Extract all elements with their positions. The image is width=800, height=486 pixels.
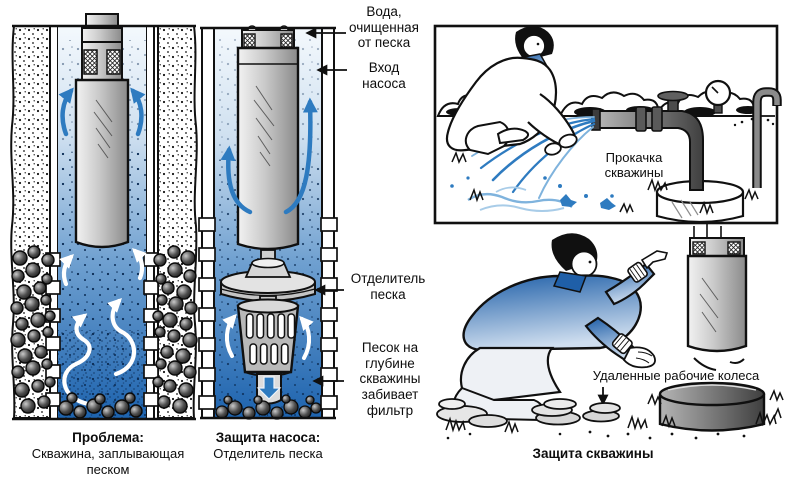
grass-tufts-bottom <box>445 388 784 435</box>
hand-2 <box>544 142 562 156</box>
left-well-diagram <box>10 13 198 421</box>
caption-pump-protection-sub: Отделитель песка <box>213 446 323 462</box>
face <box>522 34 546 58</box>
collar-2 <box>552 271 588 293</box>
glove-pointing <box>640 250 669 270</box>
water-flow-arrows <box>58 87 146 137</box>
label-sand-separator: Отделитель песка <box>350 271 426 302</box>
caption-pump-protection-title: Защита насоса: <box>215 430 321 445</box>
boot <box>496 127 529 145</box>
face-2 <box>570 250 598 278</box>
casing-slots-2 <box>198 217 338 410</box>
flow-arrows-2 <box>220 97 318 215</box>
glove-open <box>622 346 656 369</box>
grass-tufts-frame <box>451 150 759 216</box>
submersible-pump <box>74 13 130 249</box>
removed-impellers <box>531 398 621 426</box>
man-flushing <box>445 26 578 156</box>
pressure-gauge <box>704 79 732 114</box>
protection-scene <box>436 224 784 440</box>
pump-with-separator <box>236 25 300 264</box>
wellhead <box>591 79 782 224</box>
caption-problem: Проблема: Скважина, заплывающая песком <box>12 430 204 477</box>
middle-well-diagram <box>198 25 338 420</box>
well-casing-top <box>658 381 766 432</box>
label-sand-clogs: Песок на глубине скважины забивает фильт… <box>359 340 421 418</box>
label-water-clean: Вода, очищенная от песка <box>349 4 419 51</box>
sand-swirl-arrows <box>59 248 147 407</box>
cuff-forward <box>611 333 633 355</box>
caption-pump-protection: Защита насоса: Отделитель песка <box>190 430 346 462</box>
caption-problem-title: Проблема: <box>72 430 144 445</box>
motion-dashes <box>693 357 745 371</box>
gravel-2 <box>215 394 322 420</box>
cuff-pointing <box>627 261 648 283</box>
man-protecting <box>442 233 669 424</box>
swirl-arrows-2 <box>222 313 314 360</box>
label-well-flushing: Прокачка скважины <box>604 150 664 181</box>
rocks <box>436 398 508 428</box>
caption-problem-sub: Скважина, заплывающая песком <box>31 446 185 477</box>
suspended-pump <box>686 224 748 371</box>
label-removed-impellers: Удаленные рабочие колеса <box>592 368 760 383</box>
splash <box>450 176 616 212</box>
sand-discharge-arrow <box>256 376 282 400</box>
caption-well-protection: Защита скважины <box>498 446 688 462</box>
ground-speckles <box>446 430 746 440</box>
gravel-pack <box>10 245 198 419</box>
knee <box>464 120 510 156</box>
flushing-scene <box>433 24 782 225</box>
gate-valve <box>657 90 689 112</box>
sand-separator-basket <box>236 295 300 405</box>
label-pump-inlet: Вход насоса <box>362 60 406 91</box>
caption-well-protection-title: Защита скважины <box>532 446 654 461</box>
